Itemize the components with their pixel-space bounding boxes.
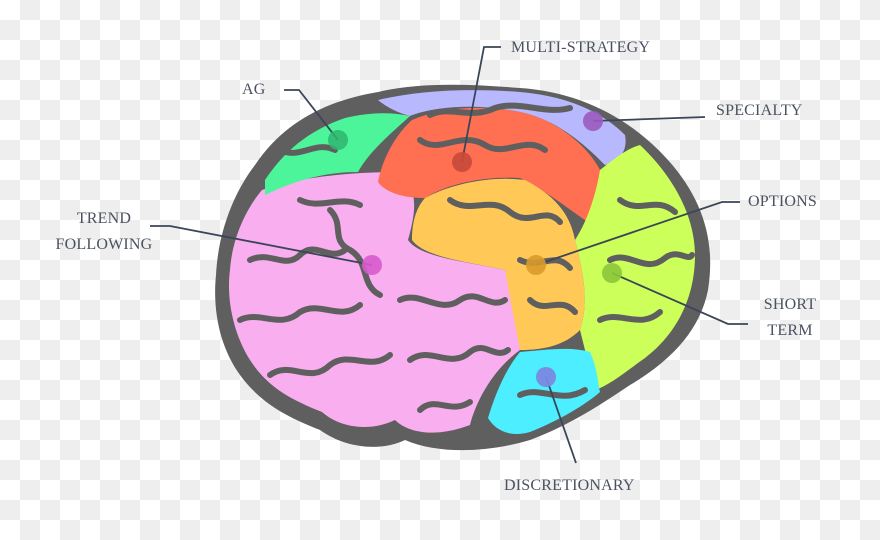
leader-short-term <box>611 272 748 325</box>
leader-multi-strategy <box>461 46 501 163</box>
label-options: OPTIONS <box>748 189 817 215</box>
region-trend-following <box>228 172 521 433</box>
leader-options <box>535 201 740 266</box>
dot-ag <box>328 130 348 150</box>
label-specialty-text: SPECIALTY <box>716 102 803 119</box>
label-trend-following-line1: TREND <box>76 210 132 227</box>
label-ag-text: AG <box>242 81 266 98</box>
label-multi-strategy: MULTI-STRATEGY <box>511 35 650 61</box>
brain-sulci <box>237 102 695 413</box>
dot-discretionary <box>536 367 556 387</box>
dot-options <box>526 255 546 275</box>
leader-lines <box>150 46 748 464</box>
label-discretionary-text: DISCRETIONARY <box>504 477 635 494</box>
region-dots <box>328 111 622 387</box>
leader-trend-following <box>150 225 373 266</box>
dot-trend-following <box>362 255 382 275</box>
dot-specialty <box>583 111 603 131</box>
label-multi-strategy-text: MULTI-STRATEGY <box>511 39 651 56</box>
label-ag: AG <box>242 77 266 103</box>
leader-discretionary <box>545 376 577 464</box>
region-ag <box>265 113 410 195</box>
dot-short-term <box>602 263 622 283</box>
label-short-term-line2: TERM <box>767 322 813 339</box>
dot-multi-strategy <box>452 152 472 172</box>
leader-specialty <box>592 116 706 122</box>
label-discretionary: DISCRETIONARY <box>504 473 635 499</box>
label-trend-following: TREND FOLLOWING <box>38 206 170 258</box>
label-options-text: OPTIONS <box>748 193 817 210</box>
label-short-term: SHORT TERM <box>752 292 828 344</box>
label-trend-following-line2: FOLLOWING <box>55 236 153 253</box>
label-short-term-line1: SHORT <box>763 296 817 313</box>
label-specialty: SPECIALTY <box>716 98 803 124</box>
region-multi-strategy <box>378 107 603 225</box>
leader-ag <box>284 89 339 141</box>
